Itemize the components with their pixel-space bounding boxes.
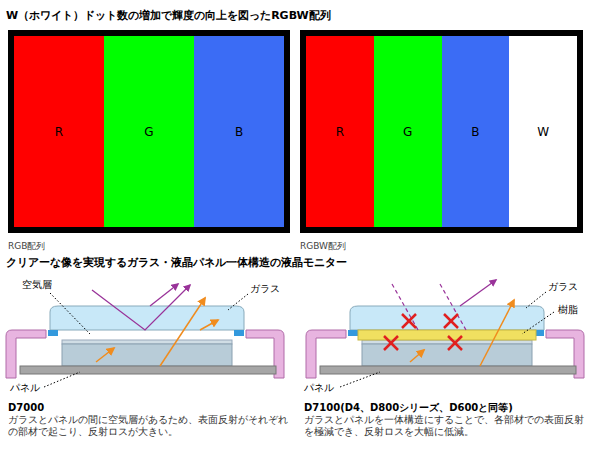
stripe-letter: R	[55, 125, 63, 139]
model-name: D7000	[8, 401, 44, 414]
color-stripe: R	[306, 36, 374, 227]
color-stripe: B	[194, 36, 284, 227]
part-label: パネル	[10, 381, 40, 394]
stripe-letter: G	[403, 125, 412, 139]
color-stripe: W	[509, 36, 577, 227]
color-stripe: G	[104, 36, 194, 227]
part-label: ガラス	[548, 280, 578, 293]
pixel-array-panel: RGBW配列RGBW	[300, 30, 583, 233]
model-name: D7100(D4、D800シリーズ、D600と同等)	[304, 401, 513, 414]
part-label: ガラス	[250, 282, 280, 295]
d7100-section	[306, 280, 584, 387]
stripe-letter: G	[144, 125, 153, 139]
d7000-section	[6, 284, 284, 387]
stripe-letter: B	[471, 125, 479, 139]
part-label: 樹脂	[558, 303, 578, 316]
panel-caption: RGB配列	[8, 240, 45, 253]
stripe-letter: B	[235, 125, 243, 139]
heading: W（ホワイト）ドット数の増加で輝度の向上を図ったRGBW配列	[6, 8, 331, 23]
stripe-letter: W	[537, 125, 549, 139]
description: ガラスとパネルの間に空気層があるため、表面反射がそれぞれの部材で起こり、反射ロス…	[8, 414, 290, 439]
pixel-array-panel: RGB配列RGB	[8, 30, 290, 233]
color-stripe: R	[14, 36, 104, 227]
section-heading: クリアーな像を実現するガラス・液晶パネル一体構造の液晶モニター	[6, 256, 347, 270]
color-stripe: G	[374, 36, 442, 227]
part-label: パネル	[304, 381, 334, 394]
panel-caption: RGBW配列	[300, 240, 346, 253]
description: ガラスとパネルを一体構造にすることで、各部材での表面反射を極減でき、反射ロスを大…	[304, 414, 584, 439]
color-stripe: B	[442, 36, 510, 227]
stripe-letter: R	[336, 125, 344, 139]
part-label: 空気層	[22, 278, 52, 291]
